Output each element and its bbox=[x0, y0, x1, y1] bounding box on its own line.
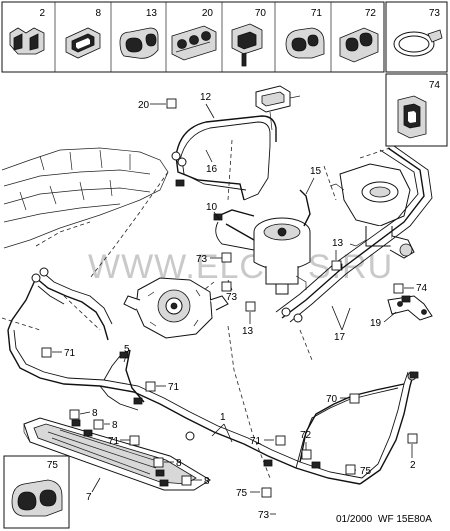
footer: 01/2000 WF 15E80A bbox=[336, 514, 432, 525]
callouts: 20 12 16 15 10 13 73 73 13 74 bbox=[41, 92, 428, 521]
double-clamp-icon bbox=[339, 27, 379, 63]
legend-number: 72 bbox=[365, 8, 377, 19]
fuel-tank bbox=[1, 147, 169, 249]
legend-cell-75: 75 bbox=[3, 455, 70, 529]
legend-cell-71: 71 bbox=[285, 8, 325, 59]
footer-date: 01/2000 bbox=[336, 514, 373, 525]
legend-number: 2 bbox=[39, 8, 45, 19]
legend-cell-20: 20 bbox=[171, 8, 217, 61]
clip-icon bbox=[11, 479, 63, 517]
callout-label: 8 bbox=[204, 476, 210, 487]
callout-square bbox=[129, 435, 140, 446]
legend-cell-13: 13 bbox=[119, 8, 159, 59]
legend-number: 73 bbox=[429, 8, 441, 19]
callout-label: 72 bbox=[300, 430, 312, 441]
callout-square bbox=[349, 393, 360, 404]
callout-square bbox=[93, 419, 104, 430]
callout-square bbox=[181, 475, 192, 486]
callout-label: 8 bbox=[92, 408, 98, 419]
injection-pump bbox=[123, 277, 229, 339]
callout-label: 8 bbox=[176, 458, 182, 469]
callout-label: 16 bbox=[206, 164, 218, 175]
legend-number: 8 bbox=[95, 8, 101, 19]
legend-cell-8: 8 bbox=[65, 8, 101, 59]
callout-label: 1 bbox=[220, 412, 226, 423]
callout-square bbox=[221, 252, 232, 263]
callout-label: 75 bbox=[236, 488, 248, 499]
callout-square bbox=[393, 283, 404, 294]
legend-number: 71 bbox=[311, 8, 323, 19]
callout-label: 7 bbox=[86, 492, 92, 503]
callout-square bbox=[69, 409, 80, 420]
callout-square bbox=[245, 301, 256, 312]
legend-strip: 2 8 13 20 bbox=[1, 1, 385, 73]
callout-square bbox=[407, 433, 418, 444]
callout-label: 71 bbox=[168, 382, 180, 393]
callout-square bbox=[275, 435, 286, 446]
callout-label: 13 bbox=[242, 326, 254, 337]
callout-square bbox=[261, 487, 272, 498]
callout-square bbox=[301, 449, 312, 460]
callout-square bbox=[153, 457, 164, 468]
callout-label: 73 bbox=[226, 292, 238, 303]
legend-number: 74 bbox=[429, 80, 441, 91]
fuel-filter bbox=[253, 217, 311, 295]
hose-clamp-icon bbox=[393, 29, 443, 57]
legend-cell-72: 72 bbox=[339, 8, 379, 63]
grommet-icon bbox=[65, 27, 101, 59]
pipe-clamp-icon bbox=[285, 27, 325, 59]
callout-square bbox=[345, 464, 356, 475]
callout-label: 13 bbox=[332, 238, 344, 249]
callout-label: 71 bbox=[64, 348, 76, 359]
callout-label: 73 bbox=[258, 510, 270, 521]
callout-label: 19 bbox=[370, 318, 382, 329]
clip-double-icon bbox=[9, 27, 45, 55]
callout-label: 74 bbox=[416, 283, 428, 294]
watermark: WWW.ELCATS.RU bbox=[88, 248, 393, 286]
pressure-regulator bbox=[255, 85, 301, 131]
fuel-pipes bbox=[7, 115, 433, 485]
callout-label: 10 bbox=[206, 202, 218, 213]
bracket-clip-icon bbox=[397, 95, 427, 139]
legend-number: 70 bbox=[255, 8, 267, 19]
callout-label: 71 bbox=[250, 436, 262, 447]
callout-label: 5 bbox=[124, 344, 130, 355]
callout-square bbox=[166, 98, 177, 109]
tab-clip-icon bbox=[231, 23, 263, 67]
callout-label: 17 bbox=[334, 332, 346, 343]
callout-square bbox=[41, 347, 52, 358]
legend-cell-70: 70 bbox=[231, 8, 267, 67]
callout-label: 73 bbox=[196, 254, 208, 265]
callout-square bbox=[331, 260, 342, 271]
callout-square bbox=[145, 381, 156, 392]
callout-label: 71 bbox=[108, 436, 120, 447]
callout-label: 12 bbox=[200, 92, 212, 103]
callout-label: 75 bbox=[360, 466, 372, 477]
multi-clip-icon bbox=[171, 25, 217, 61]
callout-square bbox=[221, 281, 232, 292]
attachment-lines bbox=[1, 139, 391, 479]
callout-label: 70 bbox=[326, 394, 338, 405]
legend-number: 75 bbox=[47, 460, 59, 471]
footer-code: WF 15E80A bbox=[378, 514, 432, 525]
callout-label: 15 bbox=[310, 166, 322, 177]
filter-housing bbox=[329, 163, 415, 259]
callout-label: 2 bbox=[410, 460, 416, 471]
callout-label: 8 bbox=[112, 420, 118, 431]
legend-number: 13 bbox=[146, 8, 158, 19]
pipe-clip-icon bbox=[119, 27, 159, 59]
legend-number: 20 bbox=[202, 8, 214, 19]
legend-cell-74: 74 bbox=[385, 73, 448, 147]
legend-cell-73: 73 bbox=[385, 1, 448, 73]
legend-cell-2: 2 bbox=[9, 8, 45, 55]
callout-label: 20 bbox=[138, 100, 150, 111]
